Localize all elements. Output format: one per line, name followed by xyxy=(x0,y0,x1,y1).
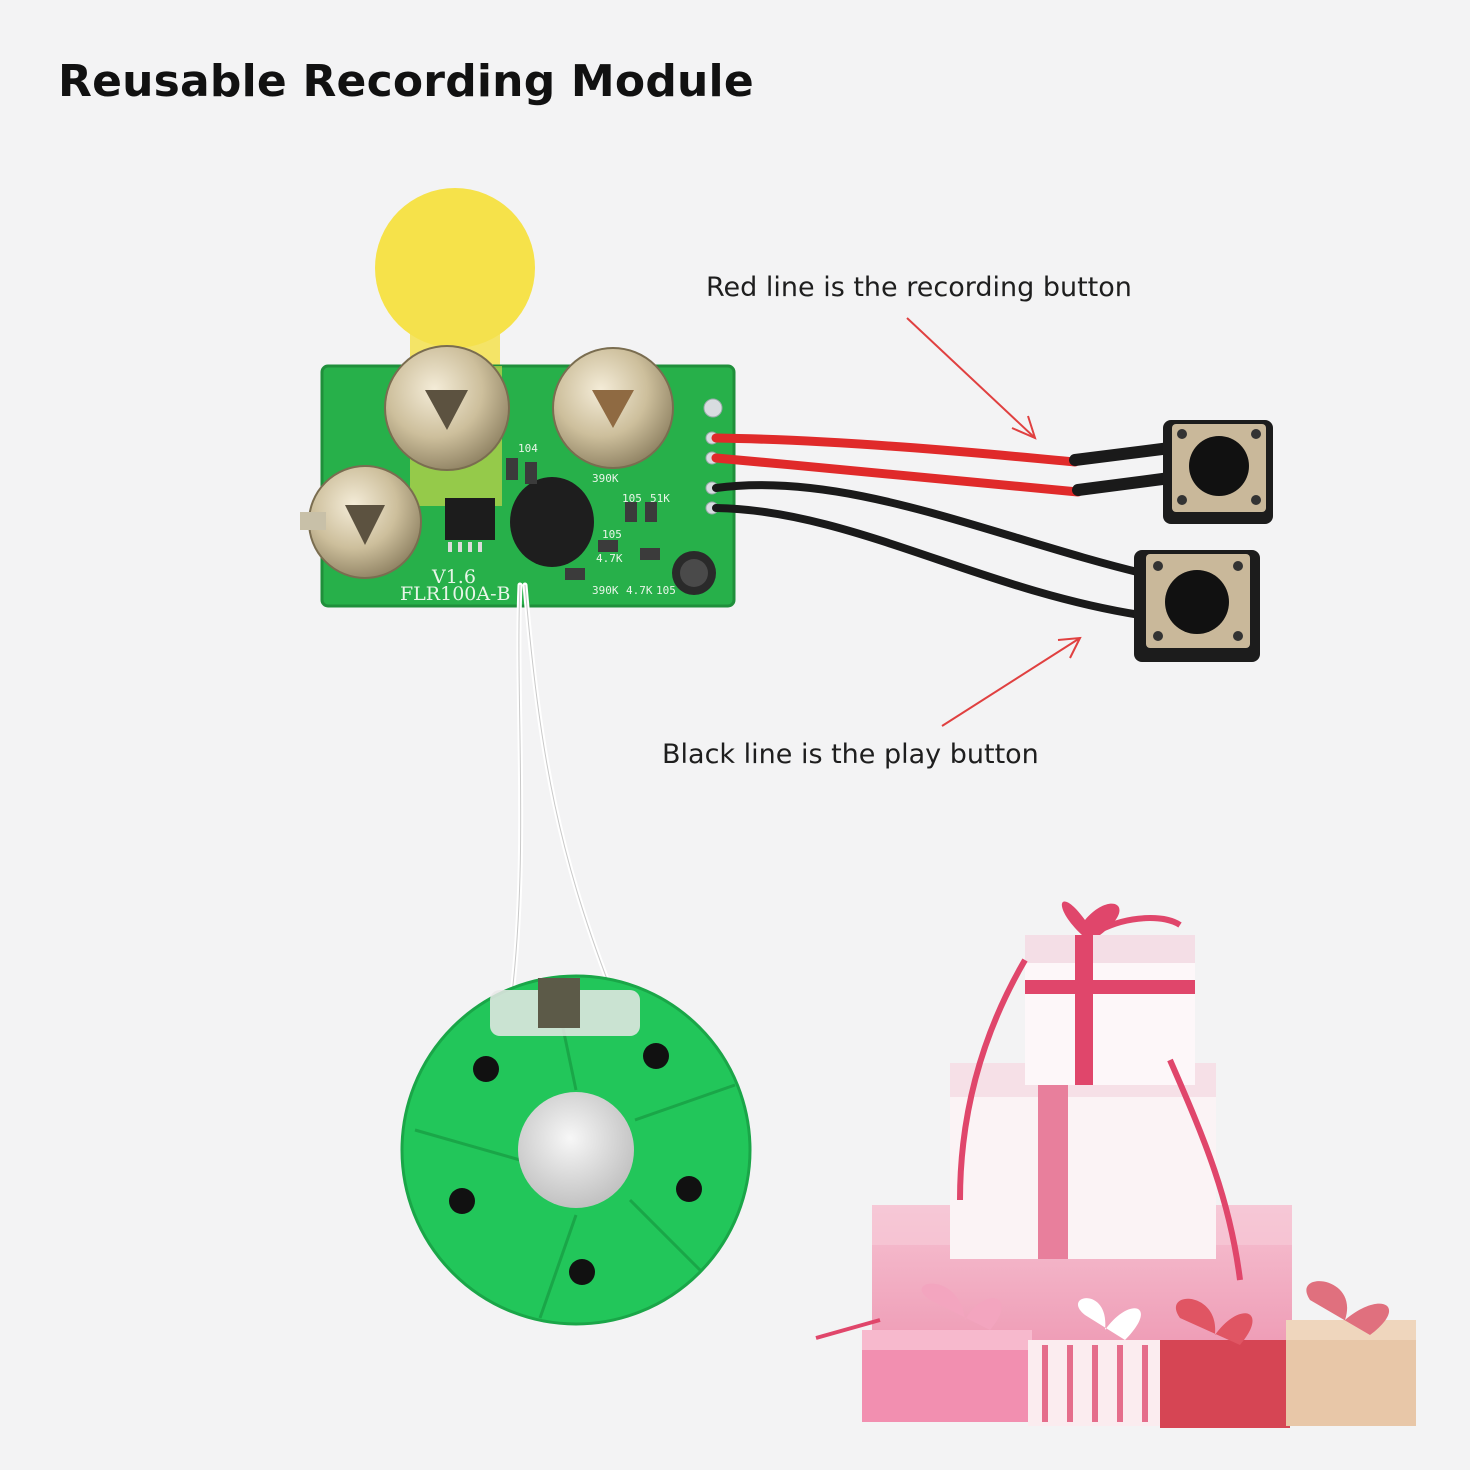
battery-icon xyxy=(300,345,674,579)
silkscreen-label: 390K xyxy=(592,472,619,485)
silkscreen-label: 390K xyxy=(592,584,619,597)
play-button-icon xyxy=(1134,550,1260,662)
gift-boxes xyxy=(815,901,1416,1428)
silkscreen-label: 4.7K xyxy=(626,584,653,597)
arrow-to-recording-button xyxy=(906,317,1037,440)
arrow-to-play-button xyxy=(941,636,1082,727)
silkscreen-label: 104 xyxy=(518,442,538,455)
speaker-wires-outline xyxy=(509,584,616,1011)
play-button-callout: Black line is the play button xyxy=(662,739,1039,770)
speaker-wires xyxy=(507,582,618,1013)
silkscreen-model: FLR100A-B xyxy=(400,583,510,605)
recording-button-callout: Red line is the recording button xyxy=(706,272,1132,303)
recording-button-icon xyxy=(1163,420,1273,524)
microphone-icon xyxy=(672,551,716,595)
silkscreen-label: 105 xyxy=(602,528,622,541)
silkscreen-label: 51K xyxy=(650,492,670,505)
page-title: Reusable Recording Module xyxy=(58,56,754,107)
silkscreen-label: 105 xyxy=(622,492,642,505)
red-wires xyxy=(711,433,1176,497)
silkscreen-version: V1.6 xyxy=(431,566,476,588)
silkscreen-label: 4.7K xyxy=(596,552,623,565)
black-wires xyxy=(712,481,1154,619)
circuit-board: V1.6 FLR100A-B 104 390K 105 51K 105 4.7K… xyxy=(300,345,736,608)
speaker-icon xyxy=(400,974,752,1326)
silkscreen-label: 105 xyxy=(656,584,676,597)
